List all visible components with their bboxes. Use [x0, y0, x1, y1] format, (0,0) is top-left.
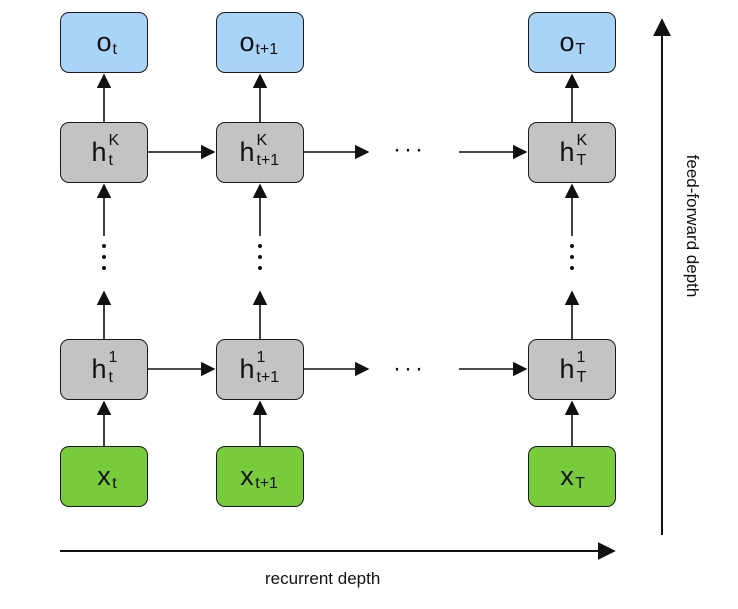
recurrent-ellipsis-bottom: ···: [393, 355, 426, 382]
depth-ellipsis-col-t: [101, 244, 107, 274]
depth-ellipsis-col-t-plus-1: [257, 244, 263, 274]
recurrent-ellipsis-top: ···: [393, 136, 426, 163]
recurrent-depth-label: recurrent depth: [265, 569, 381, 588]
feed-forward-depth-label: feed-forward depth: [683, 154, 702, 298]
depth-ellipsis-col-T: [569, 244, 575, 274]
